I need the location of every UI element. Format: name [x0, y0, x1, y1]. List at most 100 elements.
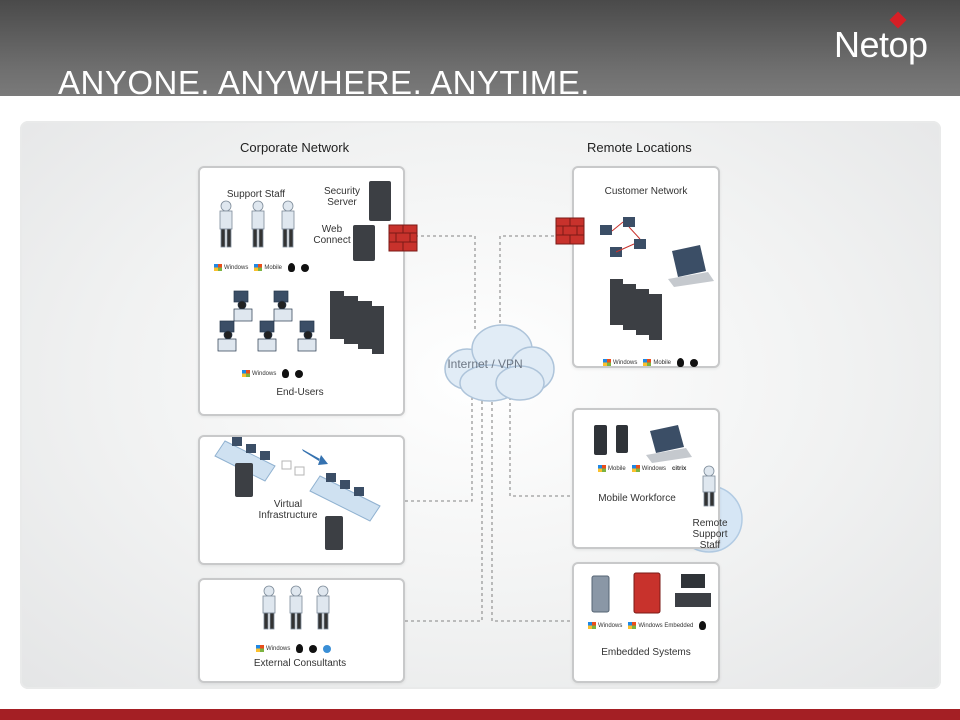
linux-icon — [282, 369, 290, 378]
windows-label: Windows — [641, 465, 667, 472]
server-rack-icon — [610, 279, 662, 340]
firewall-icon — [388, 224, 418, 252]
connector-consultants-cloud — [405, 391, 483, 622]
support-person-icon — [702, 465, 716, 507]
person-icon — [281, 200, 295, 248]
support-staff-label: Support Staff — [226, 189, 286, 200]
apple-icon — [295, 369, 304, 378]
arrow-icon — [302, 449, 328, 465]
windows-icon — [603, 359, 611, 366]
apple-icon — [309, 644, 318, 653]
network-links — [611, 221, 641, 253]
windows-icon — [242, 370, 250, 377]
windows-logo: Windows — [256, 645, 290, 652]
kiosk-icon — [633, 572, 661, 614]
linux-icon — [699, 621, 707, 630]
os-row-customer: Windows Mobile — [603, 358, 699, 367]
person-icon — [262, 585, 276, 630]
mobile-label: Mobile — [653, 359, 672, 366]
os-row-mobile: Mobile Windows citrix — [598, 465, 686, 472]
pos-terminal-icon — [675, 574, 711, 607]
internet-cloud — [444, 324, 555, 402]
mobile-workforce-label: Mobile Workforce — [598, 493, 676, 504]
linux-icon — [296, 644, 304, 653]
citrix-logo: citrix — [672, 465, 687, 472]
connector-customer-cloud — [499, 235, 560, 331]
person-icon — [251, 200, 265, 248]
windows-embedded-icon — [628, 622, 637, 629]
virtual-desktops-icon — [214, 437, 381, 522]
firewall-icon — [555, 217, 585, 245]
workstation-icon — [273, 290, 293, 322]
windows-label: Windows — [598, 622, 623, 629]
external-consultants-label: External Consultants — [253, 658, 347, 669]
windows-label: Windows — [224, 264, 249, 271]
person-icon — [316, 585, 330, 630]
internet-vpn-label: Internet / VPN — [447, 357, 523, 371]
mobile-label: Mobile — [264, 264, 283, 271]
windows-logo: Windows — [588, 622, 622, 629]
phone-icon — [616, 425, 628, 453]
laptop-icon — [668, 245, 714, 287]
person-icon — [219, 200, 233, 248]
windows-logo: Windows — [214, 264, 248, 271]
external-consultants-box — [198, 578, 405, 683]
connector-virtual-cloud — [405, 391, 473, 502]
windows-logo: Windows — [603, 359, 637, 366]
windows-logo: Windows — [631, 465, 667, 472]
security-server-label: Security Server — [323, 186, 361, 208]
linux-icon — [288, 263, 296, 272]
workstation-icon — [257, 320, 277, 352]
workstation-icon — [217, 320, 237, 352]
workstation-icon — [600, 225, 612, 235]
windows-label: Windows — [252, 370, 277, 377]
corporate-network-heading: Corporate Network — [240, 140, 350, 155]
ie-icon — [323, 644, 332, 653]
page-title: ANYONE. ANYWHERE. ANYTIME. — [58, 64, 590, 96]
atm-icon — [591, 575, 610, 613]
os-row-embedded: Windows Windows Embedded — [588, 621, 707, 630]
mobile-logo: Mobile — [598, 465, 626, 472]
server-rack-icon — [330, 291, 344, 339]
mobile-logo: Mobile — [643, 359, 671, 366]
windows-embedded-label: Windows Embedded — [638, 622, 694, 629]
corporate-icons — [217, 181, 418, 354]
customer-network-label: Customer Network — [604, 186, 688, 197]
windows-mobile-icon — [598, 465, 606, 472]
laptop-icon — [646, 425, 692, 463]
web-connect-label: Web Connect — [313, 224, 351, 246]
header-bar: ANYONE. ANYWHERE. ANYTIME. Netop — [0, 0, 960, 96]
connector-mobile-cloud — [509, 391, 570, 497]
windows-icon — [256, 645, 264, 652]
embedded-systems-label: Embedded Systems — [601, 647, 691, 658]
mobile-logo: Mobile — [254, 264, 282, 271]
workstation-icon — [233, 290, 253, 322]
virtual-icons — [214, 437, 381, 550]
workstation-icon — [297, 320, 317, 352]
workstation-icon — [623, 217, 635, 227]
mobile-label: Mobile — [608, 465, 626, 472]
mobile-icons — [594, 425, 716, 507]
diagram-canvas: Corporate Network Remote Locations Suppo… — [20, 121, 941, 689]
consultant-icons — [262, 585, 330, 630]
windows-mobile-icon — [254, 264, 263, 271]
windows-label: Windows — [266, 645, 291, 652]
windows-icon — [588, 622, 596, 629]
person-icon — [289, 585, 303, 630]
end-users-label: End-Users — [276, 387, 324, 398]
remote-locations-heading: Remote Locations — [587, 140, 692, 155]
netop-logo: Netop — [834, 24, 928, 65]
web-connect-server-icon — [353, 225, 375, 261]
apple-icon — [690, 358, 699, 367]
embedded-icons — [591, 572, 711, 614]
os-row-support: Windows Mobile — [214, 263, 310, 272]
footer-bar — [0, 709, 960, 720]
security-server-icon — [369, 181, 391, 221]
smartphone-icon — [594, 425, 607, 455]
windows-mobile-icon — [643, 359, 652, 366]
workstation-icon — [634, 239, 646, 249]
windows-icon — [631, 465, 640, 472]
server-icon — [325, 516, 343, 550]
connector-embedded-cloud — [491, 391, 570, 622]
windows-label: Windows — [613, 359, 638, 366]
